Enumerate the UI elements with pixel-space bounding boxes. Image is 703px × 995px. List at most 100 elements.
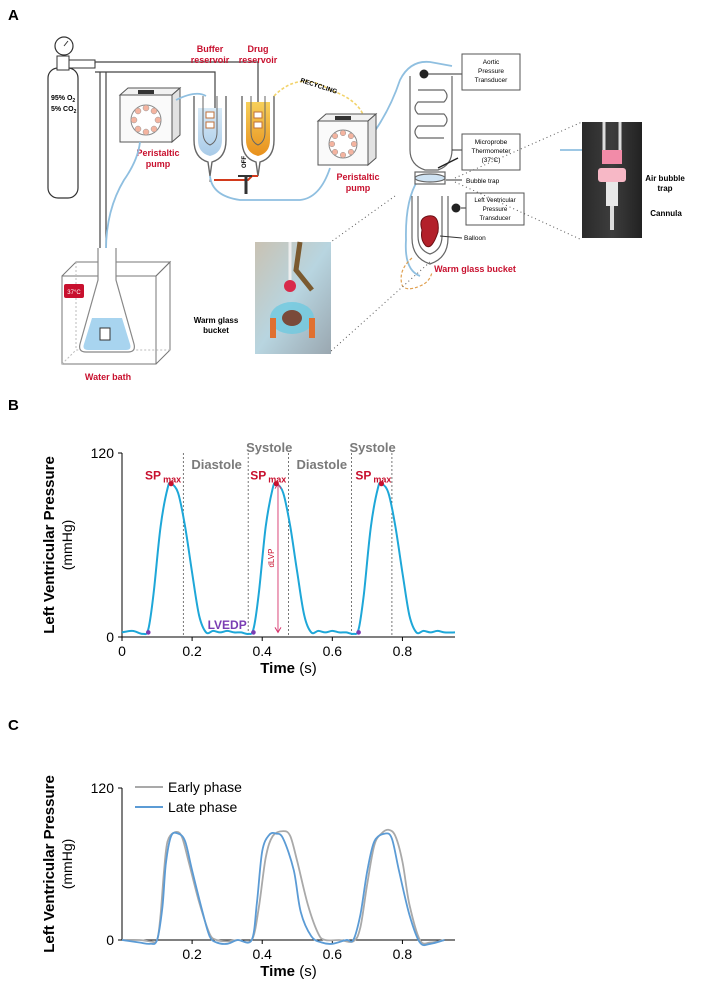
dlvp-label: dLVP	[267, 549, 276, 568]
y-axis-label: Left Ventricular Pressure	[41, 775, 58, 953]
panel-c-letter: C	[8, 717, 19, 734]
x-tick-label: 0.4	[252, 643, 272, 659]
lv-transducer-callout: Left Ventricular Pressure Transducer	[461, 192, 525, 226]
x-tick-label: 0.2	[182, 643, 202, 659]
lvedp-label: LVEDP	[208, 618, 247, 632]
gas-label-o2: 95% O2	[51, 95, 75, 104]
dlvp-arrowhead-bottom	[274, 627, 282, 634]
photo-bucket-label-1: Warm glass	[194, 316, 239, 325]
thermometer-label-1: Microprobe	[475, 139, 508, 146]
bubble-trap-label: Bubble trap	[466, 178, 500, 185]
lv-label-2: Pressure	[483, 206, 508, 213]
photo-warm-glass-bucket	[255, 241, 331, 354]
perfusion-tubing	[105, 60, 590, 320]
lv-transducer-icon	[451, 203, 461, 213]
aortic-label-1: Aortic	[483, 59, 500, 66]
photo-air-bubble-trap	[582, 122, 642, 238]
recycling-label: RECYCLING	[299, 77, 338, 95]
cannula-label: Cannula	[650, 209, 682, 218]
x-tick-label: 0.8	[393, 643, 413, 659]
sp-max-marker	[378, 481, 384, 487]
aortic-label-3: Transducer	[475, 77, 508, 84]
drug-reservoir-label-1: Drug	[248, 44, 269, 54]
phase-label-systole: Systole	[246, 440, 292, 455]
peristaltic-pump-right: Peristaltic pump	[316, 112, 380, 193]
y-axis-unit: (mmHg)	[59, 839, 75, 890]
pump-rollers-right	[328, 129, 358, 159]
temp-badge-text: 37°C	[67, 290, 81, 296]
aortic-transducer-callout: Aortic Pressure Transducer	[428, 53, 521, 91]
x-tick-label: 0.6	[323, 946, 343, 962]
zoom-lines	[327, 121, 583, 353]
langendorff-column	[409, 76, 453, 265]
drug-reservoir: Drug reservoir	[239, 44, 278, 177]
pump-rollers-left	[130, 104, 162, 136]
photo-bucket-label-2: bucket	[203, 326, 229, 335]
x-tick-label: 0.8	[393, 946, 413, 962]
y-tick-label: 0	[106, 932, 114, 948]
x-tick-label: 0.4	[252, 946, 272, 962]
lvedp-marker	[251, 630, 256, 635]
gas-label-co2: 5% CO2	[51, 106, 77, 115]
thermometer-label-3: (37°C)	[482, 156, 501, 164]
lv-label-3: Transducer	[479, 215, 510, 222]
pump-left-label-1: Peristaltic	[136, 148, 179, 158]
stopcock: OFF	[209, 156, 258, 194]
x-axis-label: Time (s)	[260, 660, 316, 677]
panel-a-letter: A	[8, 7, 19, 24]
recycling-line	[273, 80, 366, 121]
buffer-reservoir: Buffer reservoir	[191, 44, 230, 177]
peristaltic-pump-left: Peristaltic pump	[118, 86, 182, 169]
heart-icon	[420, 215, 439, 248]
panel-b-letter: B	[8, 397, 19, 414]
lvp-trace	[121, 481, 456, 636]
air-bubble-trap-label-2: trap	[657, 184, 672, 193]
series-line-late	[121, 831, 445, 947]
air-bubble-trap-label-1: Air bubble	[645, 174, 685, 183]
buffer-reservoir-label-1: Buffer	[197, 44, 224, 54]
y-tick-label: 0	[106, 629, 114, 645]
phase-label-diastole: Diastole	[297, 457, 348, 472]
y-axis-unit: (mmHg)	[59, 520, 75, 571]
temp-badge	[64, 284, 84, 298]
y-tick-label: 120	[91, 780, 115, 796]
sp-max-marker	[273, 481, 279, 487]
thermometer-label-2: Thermometer	[471, 148, 511, 155]
lvedp-marker	[145, 630, 151, 635]
lvedp-marker	[356, 630, 361, 635]
gas-cylinder: 95% O2 5% CO2	[47, 36, 96, 199]
return-line	[400, 257, 433, 290]
phase-label-diastole: Diastole	[191, 457, 242, 472]
aortic-transducer-icon	[419, 69, 429, 79]
water-bath: 37°C Water bath	[61, 248, 172, 382]
warm-glass-bucket-label: Warm glass bucket	[434, 264, 516, 274]
sp-max-marker	[168, 481, 174, 487]
pump-right-label-1: Peristaltic	[336, 172, 379, 182]
drug-reservoir-label-2: reservoir	[239, 55, 278, 65]
panel-a: A 95% O2 5% CO2	[8, 7, 685, 382]
balloon-label: Balloon	[464, 235, 486, 242]
y-axis-label: Left Ventricular Pressure	[41, 456, 58, 634]
pump-left-label-2: pump	[146, 159, 171, 169]
off-label: OFF	[242, 156, 248, 168]
pump-right-label-2: pump	[346, 183, 371, 193]
thermometer-callout: Microprobe Thermometer (37°C)	[452, 133, 521, 171]
x-axis-label: Time (s)	[260, 963, 316, 980]
x-tick-label: 0.6	[323, 643, 343, 659]
x-tick-label: 0.2	[182, 946, 202, 962]
water-bath-label: Water bath	[85, 372, 131, 382]
legend-label-late: Late phase	[168, 799, 237, 815]
y-tick-label: 120	[91, 445, 115, 461]
x-tick-label: 0	[118, 643, 126, 659]
legend-label-early: Early phase	[168, 779, 242, 795]
phase-label-systole: Systole	[350, 440, 396, 455]
series-line-early	[121, 828, 445, 945]
buffer-reservoir-label-2: reservoir	[191, 55, 230, 65]
aortic-label-2: Pressure	[478, 68, 504, 75]
